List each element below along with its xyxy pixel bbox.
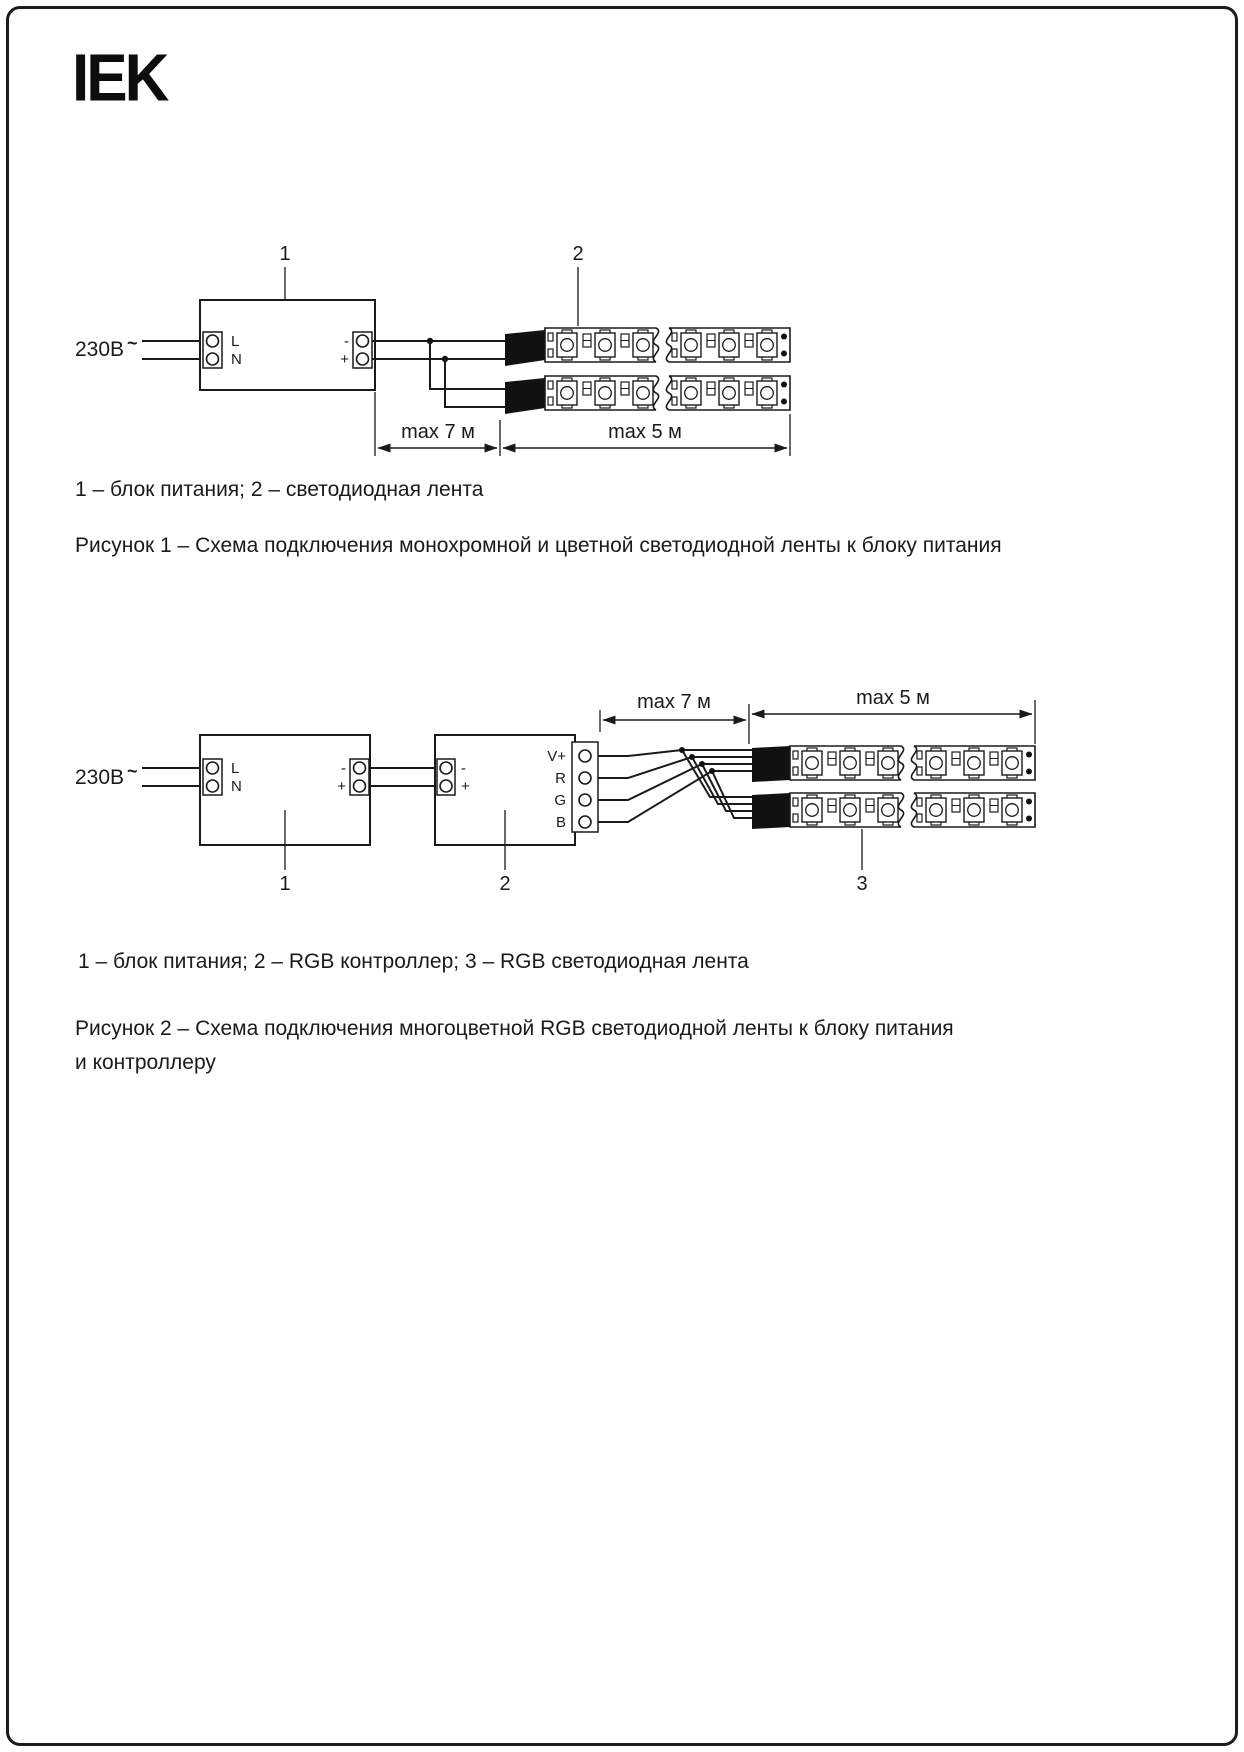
- terminal-n-label: N: [231, 778, 242, 795]
- terminal-l-label: L: [231, 333, 239, 350]
- wire-vplus: [598, 749, 754, 757]
- dimension-7m-label: max 7 м: [401, 421, 475, 443]
- junction-dot: [699, 761, 705, 767]
- led-strip-top: [545, 328, 790, 362]
- rgb-led-strip-top: [790, 746, 1035, 780]
- junction-dot: [689, 754, 695, 760]
- mains-voltage-label: 230В: [75, 766, 124, 789]
- figure1-legend: 1 – блок питания; 2 – светодиодная лента: [75, 478, 484, 501]
- controller-minus-label: -: [461, 760, 466, 777]
- figure1-diagram: 1 2 230В ~ L N - +: [75, 243, 1244, 456]
- r-label: R: [555, 770, 566, 787]
- figure2-callouts: 1 2 3: [279, 810, 868, 895]
- strip-connector-top: [505, 330, 545, 366]
- figure2-title: Рисунок 2 – Схема подключения многоцветн…: [75, 1012, 1125, 1080]
- terminal-n: [205, 352, 220, 366]
- terminal-l: [205, 334, 220, 348]
- figure2-rgb-wiring: [598, 747, 754, 823]
- dimension-7m-label: max 7 м: [637, 691, 711, 713]
- figure2-power-supply: L N - +: [199, 734, 371, 846]
- terminal-n: [205, 779, 220, 793]
- dimension-5m-label: max 5 м: [608, 421, 682, 443]
- junction-dot: [679, 747, 685, 753]
- branch-wire-vplus: [681, 749, 754, 798]
- g-label: G: [554, 792, 566, 809]
- led-strip-bottom: [545, 376, 790, 410]
- terminal-minus: [355, 334, 370, 348]
- callout-2-label: 2: [499, 873, 510, 895]
- controller-plus-label: +: [461, 778, 470, 795]
- ac-tilde: ~: [127, 333, 138, 353]
- figure2-title-line1: Рисунок 2 – Схема подключения многоцветн…: [75, 1017, 954, 1040]
- strip-connector-bottom: [752, 793, 790, 829]
- terminal-b: [578, 815, 592, 829]
- figure1-mains-input: 230В ~: [75, 333, 203, 361]
- terminal-plus-label: +: [337, 778, 346, 795]
- branch-wire-minus: [429, 341, 507, 390]
- b-label: B: [556, 814, 566, 831]
- callout-3-label: 3: [856, 873, 867, 895]
- figure2-diagram: max 7 м max 5 м 230В ~ L N - +: [75, 690, 1244, 895]
- figure1-title: Рисунок 1 – Схема подключения монохромно…: [75, 534, 1002, 557]
- terminal-l-label: L: [231, 760, 239, 777]
- mains-voltage-label: 230В: [75, 338, 124, 361]
- figure2-dimensions: max 7 м max 5 м: [599, 690, 1036, 744]
- dimension-5m-label: max 5 м: [856, 690, 930, 709]
- rgb-led-strip-bottom: [790, 793, 1035, 827]
- terminal-minus-label: -: [344, 333, 349, 350]
- strip-connector-bottom: [505, 378, 545, 414]
- terminal-plus: [355, 352, 370, 366]
- callout-1-label: 1: [279, 873, 290, 895]
- figure1-output-wiring: [372, 337, 507, 408]
- terminal-minus-label: -: [341, 760, 346, 777]
- figure2-title-line2: и контроллеру: [75, 1051, 216, 1074]
- figure1-callout-strip: 2: [572, 243, 584, 326]
- terminal-minus: [352, 761, 367, 775]
- terminal-g: [578, 793, 592, 807]
- terminal-plus-label: +: [340, 351, 349, 368]
- figure1-power-supply: L N - +: [199, 299, 376, 391]
- branch-wire-r: [691, 756, 754, 805]
- wire-r: [598, 756, 754, 779]
- figure2-mains-input: 230В ~: [75, 761, 203, 789]
- wire-g: [598, 763, 754, 801]
- branch-wire-b: [711, 770, 754, 819]
- wire-b: [598, 770, 754, 823]
- ac-tilde: ~: [127, 761, 138, 781]
- terminal-n-label: N: [231, 351, 242, 368]
- figure1-dimensions: max 7 м max 5 м: [374, 392, 791, 456]
- vplus-label: V+: [547, 748, 566, 765]
- terminal-l: [205, 761, 220, 775]
- brand-logo: IEK: [72, 41, 169, 116]
- figure2-rgb-controller: - + V+ R G B: [434, 734, 599, 846]
- strip-connector-top: [752, 746, 790, 782]
- figure2-psu-to-controller-wires: [369, 767, 439, 787]
- figure2-legend: 1 – блок питания; 2 – RGB контроллер; 3 …: [78, 950, 749, 973]
- power-supply-box: [199, 299, 376, 391]
- terminal-r: [578, 771, 592, 785]
- terminal-vplus: [578, 749, 592, 763]
- terminal-plus: [352, 779, 367, 793]
- branch-wire-g: [701, 763, 754, 812]
- controller-terminal-plus: [439, 779, 453, 793]
- branch-wire-plus: [444, 359, 507, 408]
- junction-dot: [709, 768, 715, 774]
- controller-terminal-minus: [439, 761, 453, 775]
- callout-2-label: 2: [572, 243, 583, 265]
- callout-1-label: 1: [279, 243, 290, 265]
